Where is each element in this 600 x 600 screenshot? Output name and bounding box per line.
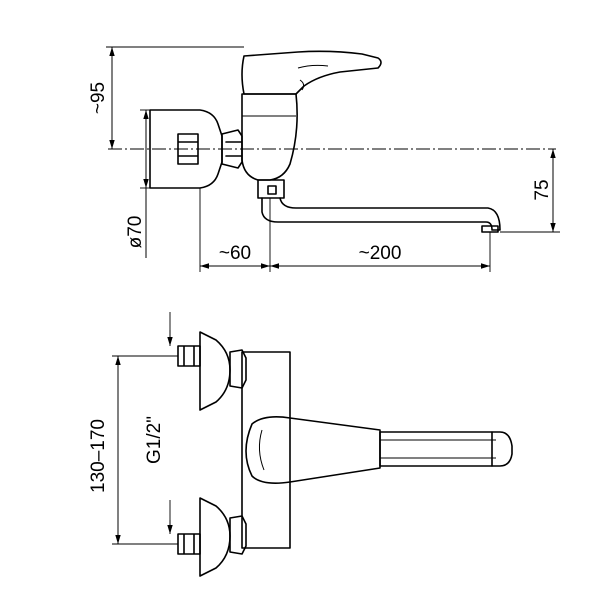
side-view-aerator: [481, 225, 499, 233]
dim-label-drop-75: 75: [532, 179, 553, 200]
dim-label-thread: G1/2": [144, 416, 165, 464]
top-view-upper-nut: [177, 345, 201, 367]
dim-label-inlet-spacing: 130–170: [88, 419, 109, 493]
top-view-mixer-body: [241, 351, 291, 549]
side-view-inlet-nut: [177, 133, 199, 165]
dim-label-diameter-70: ø70: [125, 216, 146, 249]
top-view-lower-nut: [177, 533, 201, 555]
dim-label-height-95: ~95: [88, 82, 109, 114]
top-view: 130–170 G1/2": [88, 312, 513, 577]
dim-label-reach-200: ~200: [359, 243, 402, 264]
top-view-upper-flange: [199, 331, 231, 411]
top-view-upper-union: [229, 349, 247, 389]
side-view-mixer-body: [241, 93, 298, 181]
side-view: ~95 ø70 ~60 ~200 75: [88, 46, 560, 272]
side-view-spout-collar: [257, 179, 285, 199]
top-view-lever-highlight: [258, 429, 265, 471]
side-view-spout: [261, 197, 501, 231]
side-view-lever-handle: [241, 50, 382, 95]
dim-label-offset-60: ~60: [219, 243, 251, 264]
top-view-lever-head: [245, 416, 381, 484]
top-view-lower-flange: [199, 497, 231, 577]
side-view-collar-screw: [267, 185, 277, 195]
side-view-lever-detail: [297, 64, 329, 91]
top-view-spout: [379, 431, 513, 467]
